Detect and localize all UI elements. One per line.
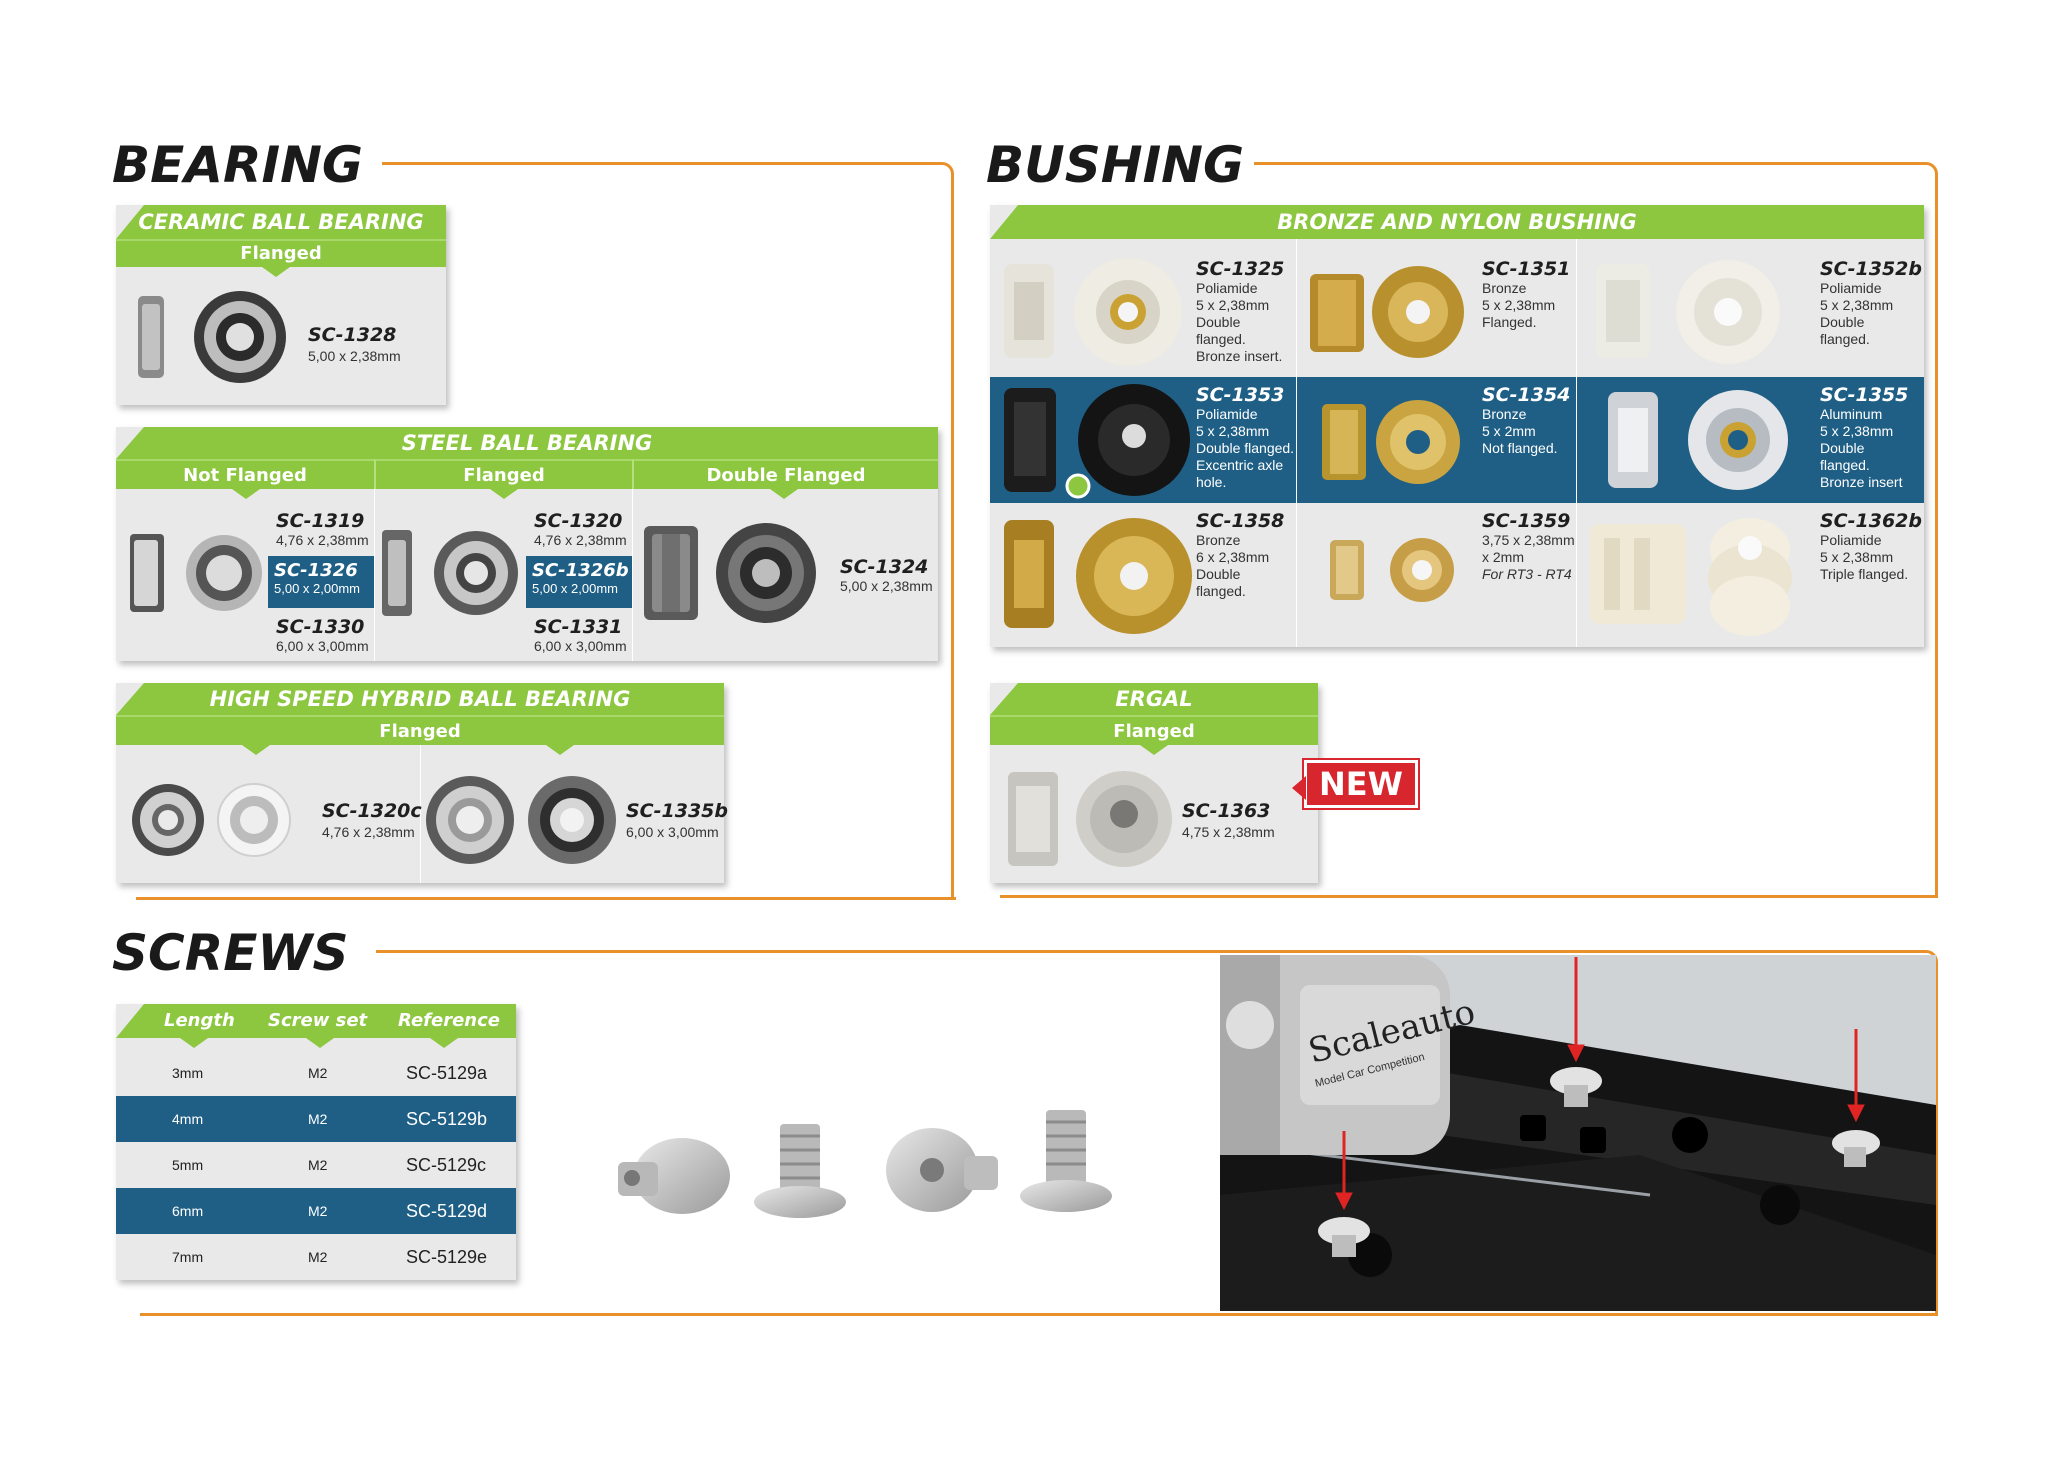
sc-1354-desc: Bronze 5 x 2mm Not flanged. xyxy=(1482,406,1558,456)
sc-1325-image xyxy=(1004,258,1182,366)
sc-1362b-ref: SC-1362b xyxy=(1820,510,1922,532)
sc-1326-highlight: SC-1326 5,00 x 2,00mm xyxy=(268,556,374,608)
sc-1328-ref: SC-1328 xyxy=(308,324,397,346)
sc-1326b-highlight: SC-1326b 5,00 x 2,00mm xyxy=(526,556,632,608)
sc-1326-ref: SC-1326 xyxy=(274,560,358,581)
sc-1330-ref: SC-1330 xyxy=(276,616,365,638)
sc-1358-desc: Bronze 6 x 2,38mm Double flanged. xyxy=(1196,532,1270,599)
sc-1362b-image xyxy=(1590,518,1792,636)
sc-1355-desc: Aluminum 5 x 2,38mm Double flanged. Bron… xyxy=(1820,406,1903,490)
new-badge: NEW xyxy=(1304,760,1418,808)
ergal-title: ERGAL xyxy=(990,683,1318,715)
steel-col-flanged: Flanged xyxy=(374,459,632,489)
ceramic-bearing-title: CERAMIC BALL BEARING xyxy=(116,205,446,239)
hybrid-bearing-subtitle: Flanged xyxy=(116,715,724,745)
chassis-photo: Scaleauto Model Car Competition xyxy=(1220,955,1936,1311)
sc-1353-image xyxy=(1004,384,1190,499)
steel-double-flanged-image xyxy=(644,523,816,623)
sc-1319-dim: 4,76 x 2,38mm xyxy=(276,532,369,548)
sc-1359-desc: 3,75 x 2,38mm x 2mm For RT3 - RT4 xyxy=(1482,532,1575,582)
hybrid-large-image xyxy=(426,776,616,864)
table-row: 6mm M2 SC-5129d xyxy=(116,1188,516,1234)
sc-1325-ref: SC-1325 xyxy=(1196,258,1285,280)
sc-1326b-dim: 5,00 x 2,00mm xyxy=(532,581,618,596)
sc-1363-ref: SC-1363 xyxy=(1182,800,1271,822)
sc-1324-dim: 5,00 x 2,38mm xyxy=(840,578,933,594)
screws-section-title: SCREWS xyxy=(112,924,349,982)
sc-1358-image xyxy=(1004,518,1192,634)
bearing-frame-bottom xyxy=(136,897,956,900)
sc-1351-image xyxy=(1310,266,1464,358)
sc-1326-dim: 5,00 x 2,00mm xyxy=(274,581,360,596)
header-screw-set: Screw set xyxy=(268,1010,368,1031)
steel-flanged-image xyxy=(382,530,518,616)
screws-product-image xyxy=(618,1110,1112,1218)
sc-1320-dim: 4,76 x 2,38mm xyxy=(534,532,627,548)
bushing-section-title: BUSHING xyxy=(986,136,1245,194)
sc-1328-dim: 5,00 x 2,38mm xyxy=(308,348,401,364)
sc-1319-ref: SC-1319 xyxy=(276,510,365,532)
sc-1355-ref: SC-1355 xyxy=(1820,384,1909,406)
sc-1358-ref: SC-1358 xyxy=(1196,510,1285,532)
steel-bearing-title: STEEL BALL BEARING xyxy=(116,427,938,459)
sc-1320-ref: SC-1320 xyxy=(534,510,623,532)
hybrid-small-image xyxy=(132,783,291,857)
screws-frame-line xyxy=(376,950,1938,1315)
bearing-frame-line xyxy=(382,162,954,899)
sc-1331-dim: 6,00 x 3,00mm xyxy=(534,638,627,654)
header-length: Length xyxy=(164,1010,235,1031)
table-row: 4mm M2 SC-5129b xyxy=(116,1096,516,1142)
sc-1354-ref: SC-1354 xyxy=(1482,384,1571,406)
steel-not-flanged-image xyxy=(130,534,262,612)
steel-col-not-flanged: Not Flanged xyxy=(116,459,374,489)
sc-1352b-image xyxy=(1596,260,1780,364)
sc-1363-image xyxy=(1008,771,1172,867)
table-row: 5mm M2 SC-5129c xyxy=(172,1155,487,1175)
screws-table: Length Screw set Reference 3mm M2 SC-512… xyxy=(116,1004,516,1280)
ergal-subtitle: Flanged xyxy=(990,715,1318,745)
sc-1362b-desc: Poliamide 5 x 2,38mm Triple flanged. xyxy=(1820,532,1909,582)
bronze-nylon-title: BRONZE AND NYLON BUSHING xyxy=(990,205,1924,239)
hybrid-bearing-title: HIGH SPEED HYBRID BALL BEARING xyxy=(116,683,724,715)
sc-1363-dim: 4,75 x 2,38mm xyxy=(1182,824,1275,840)
screws-frame-bottom xyxy=(140,1313,1938,1316)
sc-1353-ref: SC-1353 xyxy=(1196,384,1285,406)
bushing-frame-bottom xyxy=(1000,895,1938,898)
sc-1320c-dim: 4,76 x 2,38mm xyxy=(322,824,415,840)
sc-1359-image xyxy=(1330,538,1454,602)
sc-1335b-dim: 6,00 x 3,00mm xyxy=(626,824,719,840)
sc-1335b-ref: SC-1335b xyxy=(626,800,728,822)
sc-1326b-ref: SC-1326b xyxy=(532,560,629,581)
sc-1330-dim: 6,00 x 3,00mm xyxy=(276,638,369,654)
sc-1353-desc: Poliamide 5 x 2,38mm Double flanged. Exc… xyxy=(1196,406,1295,490)
new-badge-pointer xyxy=(1292,776,1306,800)
sc-1351-desc: Bronze 5 x 2,38mm Flanged. xyxy=(1482,280,1556,330)
sc-1331-ref: SC-1331 xyxy=(534,616,623,638)
sc-1324-ref: SC-1324 xyxy=(840,556,929,578)
chassis-illustration: Scaleauto Model Car Competition xyxy=(1220,955,1936,1311)
table-row: 3mm M2 SC-5129a xyxy=(172,1063,488,1083)
ceramic-bearing-image xyxy=(138,291,286,383)
steel-col-double-flanged: Double Flanged xyxy=(632,459,938,489)
sc-1352b-ref: SC-1352b xyxy=(1820,258,1922,280)
sc-1351-ref: SC-1351 xyxy=(1482,258,1571,280)
sc-1354-image xyxy=(1322,400,1460,484)
table-row: 7mm M2 SC-5129e xyxy=(172,1247,488,1267)
sc-1355-image xyxy=(1608,390,1788,490)
header-reference: Reference xyxy=(398,1010,500,1031)
sc-1325-desc: Poliamide 5 x 2,38mm Double flanged. Bro… xyxy=(1196,280,1283,364)
sc-1359-ref: SC-1359 xyxy=(1482,510,1571,532)
sc-1320c-ref: SC-1320c xyxy=(322,800,422,822)
screws-table-header xyxy=(116,1004,516,1038)
bearing-section-title: BEARING xyxy=(112,136,363,194)
bushing-frame-line xyxy=(1254,162,1938,897)
sc-1352b-desc: Poliamide 5 x 2,38mm Double flanged. xyxy=(1820,280,1894,347)
ceramic-bearing-subtitle: Flanged xyxy=(116,239,446,267)
